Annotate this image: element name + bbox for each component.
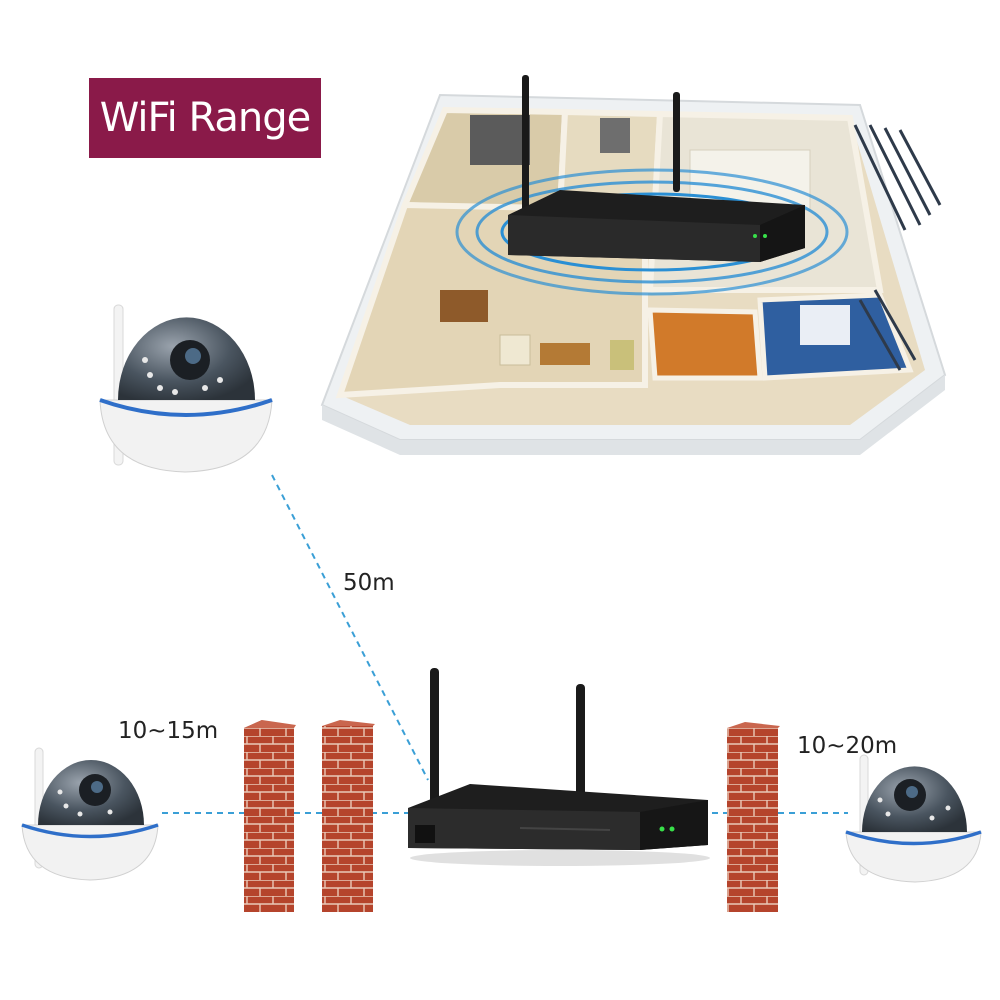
brick-wall-icon (244, 720, 296, 912)
dome-camera-icon (21, 747, 159, 881)
house-floorplan-icon (320, 93, 947, 455)
page-title: WiFi Range (99, 95, 311, 141)
brick-wall-icon (322, 720, 375, 912)
dome-camera-icon (845, 754, 982, 883)
distance-label-left: 10~15m (118, 718, 219, 744)
nvr-router-icon (508, 75, 805, 262)
link-line-diagonal (271, 474, 429, 781)
distance-label-right: 10~20m (797, 733, 898, 759)
brick-wall-icon (727, 722, 780, 912)
title-banner: WiFi Range (89, 78, 321, 158)
nvr-router-icon (408, 668, 710, 866)
distance-label-diagonal: 50m (343, 570, 395, 596)
dome-camera-icon (99, 304, 273, 473)
